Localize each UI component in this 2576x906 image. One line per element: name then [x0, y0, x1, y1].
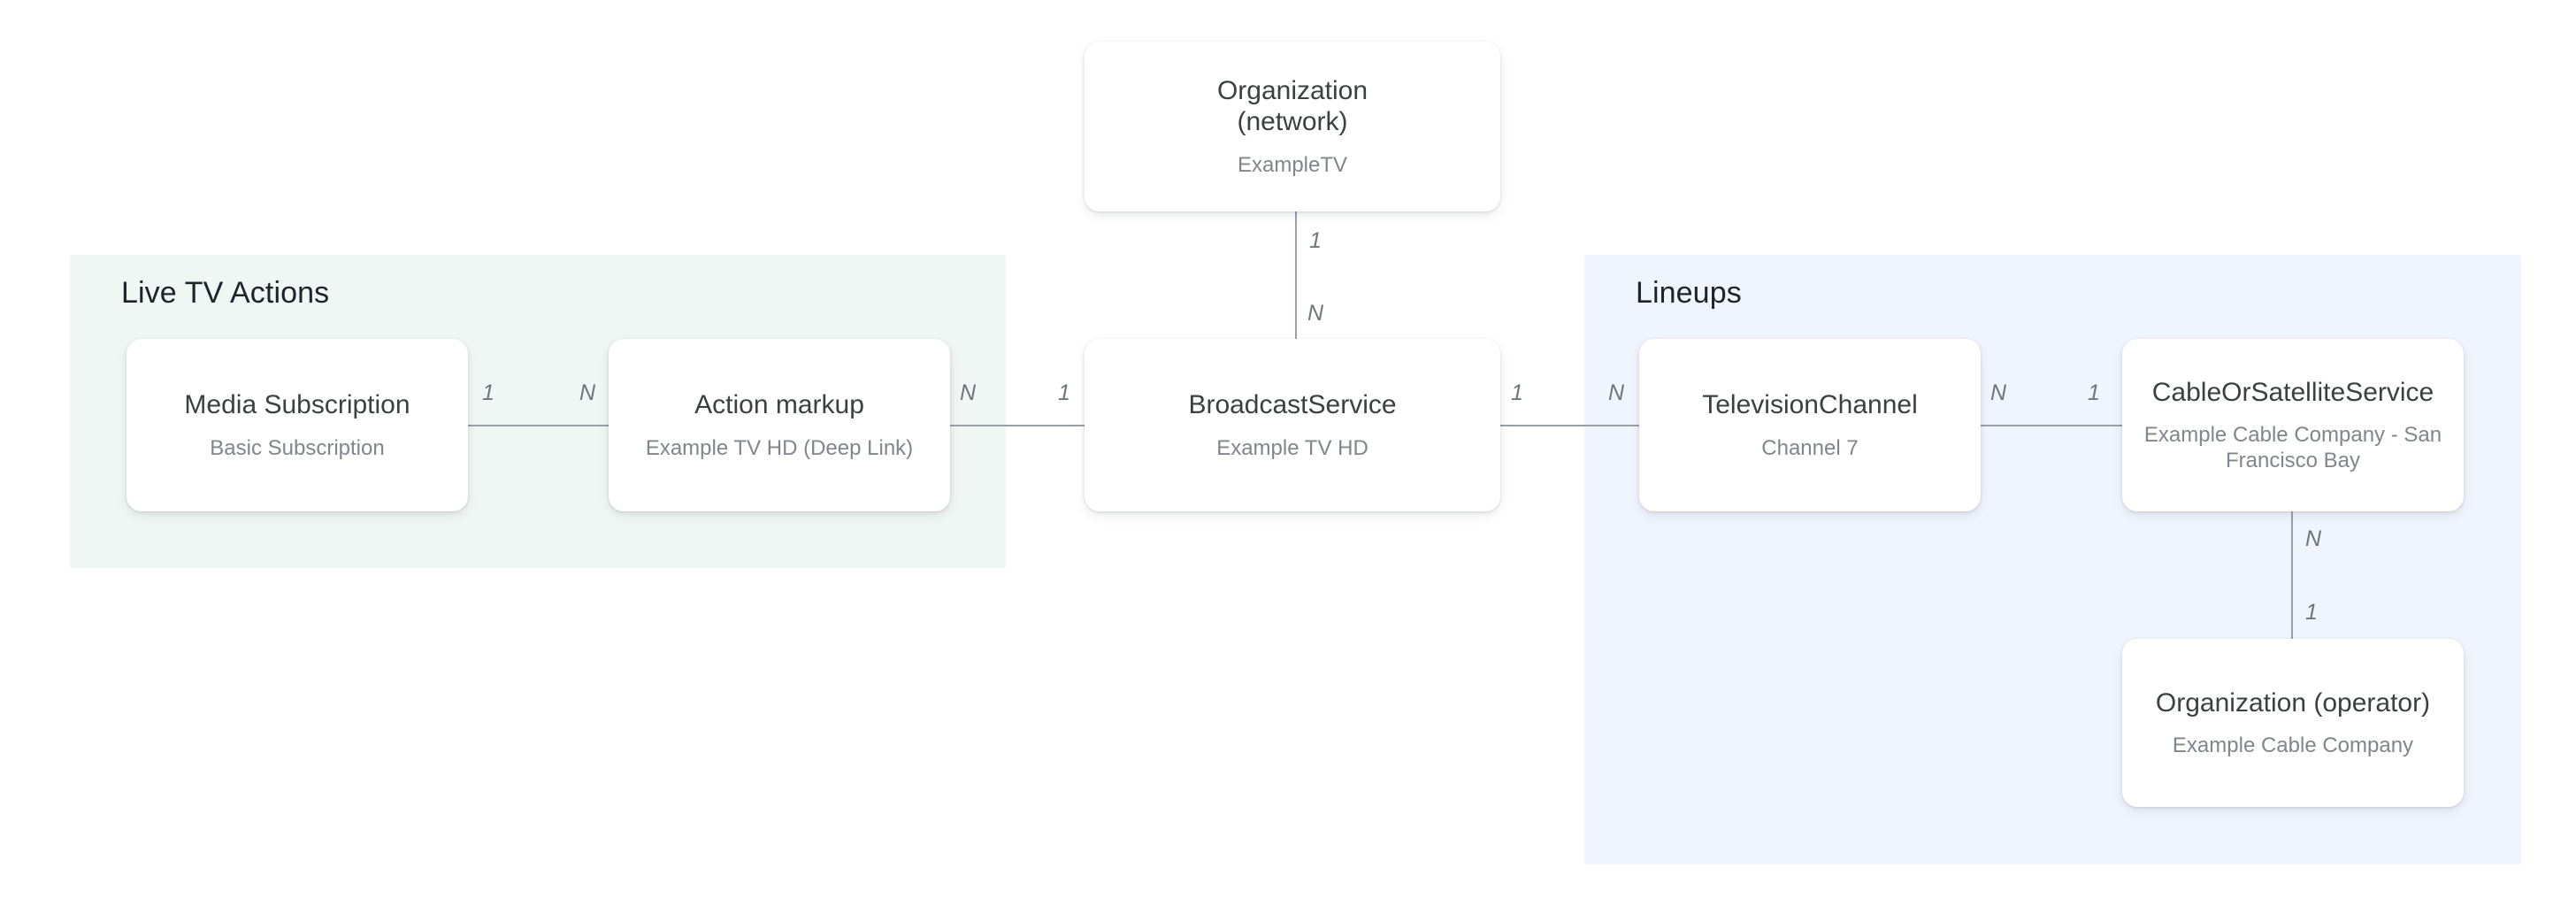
cardinality-label-source-edge-broadcast-service-television-channel: 1 [1511, 380, 1523, 405]
entity-node-subtitle: Example TV HD (Deep Link) [645, 435, 914, 460]
cardinality-label-target-edge-action-markup-broadcast-service: 1 [1058, 380, 1070, 405]
cardinality-label-source-edge-cable-or-satellite-service-organization-operator: N [2305, 526, 2322, 551]
entity-node-title: Media Subscription [184, 390, 410, 420]
connector-edge-television-channel-cable-or-satellite-service [1979, 425, 2124, 426]
entity-node-title: TelevisionChannel [1702, 390, 1918, 420]
entity-node-subtitle: Basic Subscription [210, 435, 385, 460]
cardinality-label-source-edge-action-markup-broadcast-service: N [960, 380, 977, 405]
entity-node-title: CableOrSatelliteService [2151, 377, 2434, 407]
entity-node-title-line-1: Organization [1216, 75, 1368, 105]
entity-node-title: Organization (operator) [2155, 687, 2431, 718]
cardinality-label-target-edge-television-channel-cable-or-satellite-service: 1 [2088, 380, 2100, 405]
cardinality-label-target-edge-cable-or-satellite-service-organization-operator: 1 [2305, 600, 2318, 625]
connector-edge-media-subscription-action-markup [467, 425, 610, 426]
cardinality-label-target-edge-media-subscription-action-markup: N [579, 380, 596, 405]
connector-edge-action-markup-broadcast-service [948, 425, 1086, 426]
connector-edge-cable-or-satellite-service-organization-operator [2291, 511, 2293, 640]
entity-node-organization-network[interactable]: Organization(network) ExampleTV [1085, 42, 1500, 211]
entity-node-subtitle: Channel 7 [1761, 435, 1859, 460]
cardinality-label-target-edge-organization-network-broadcast-service: N [1307, 301, 1324, 326]
entity-node-subtitle: Example Cable Company [2172, 733, 2414, 758]
entity-node-subtitle: Example Cable Company - San Francisco Ba… [2143, 422, 2442, 473]
connector-edge-broadcast-service-television-channel [1499, 425, 1641, 426]
entity-node-title: Organization(network) [1217, 75, 1368, 138]
entity-node-title-line-2: (network) [1237, 107, 1348, 137]
cardinality-label-target-edge-broadcast-service-television-channel: N [1608, 380, 1625, 405]
cardinality-label-source-edge-media-subscription-action-markup: 1 [482, 380, 494, 405]
entity-node-organization-operator[interactable]: Organization (operator) Example Cable Com… [2122, 639, 2464, 807]
entity-node-title: BroadcastService [1188, 390, 1397, 420]
group-title-lineups: Lineups [1636, 276, 1742, 310]
connector-edge-organization-network-broadcast-service [1295, 211, 1297, 340]
entity-node-subtitle: Example TV HD [1216, 435, 1368, 460]
cardinality-label-source-edge-television-channel-cable-or-satellite-service: N [1990, 380, 2007, 405]
cardinality-label-source-edge-organization-network-broadcast-service: 1 [1309, 228, 1322, 253]
entity-node-title: Action markup [694, 390, 864, 420]
group-title-live-tv-actions: Live TV Actions [121, 276, 330, 310]
entity-node-subtitle: ExampleTV [1237, 152, 1348, 177]
